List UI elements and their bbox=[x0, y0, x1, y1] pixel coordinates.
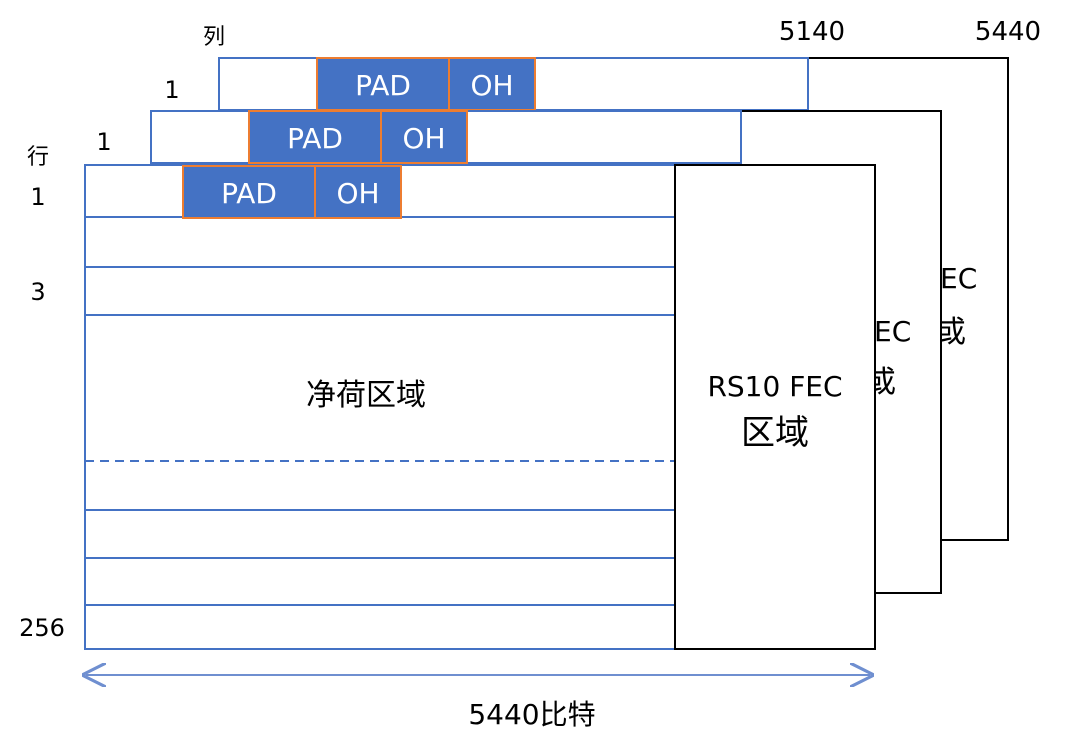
front-frame: PAD OH 净荷区域 RS10 FEC 区域 bbox=[84, 164, 876, 650]
row-three-label: 3 bbox=[30, 278, 45, 306]
middle-frame-pad-label: PAD bbox=[287, 122, 343, 155]
row-start-label-mid: 1 bbox=[96, 128, 111, 156]
front-frame-fec-box bbox=[674, 164, 876, 650]
fec-area-label-line1: RS10 FEC bbox=[707, 370, 842, 403]
column-axis-label: 列 bbox=[203, 25, 225, 50]
front-frame-pad-block bbox=[182, 165, 316, 219]
row-start-label-back: 1 bbox=[164, 76, 179, 104]
middle-frame-fec-partial-text: EC bbox=[874, 315, 911, 348]
row-axis-label: 行 bbox=[27, 145, 49, 170]
column-end-label-top: 5440 bbox=[975, 17, 1041, 47]
back-frame-oh-label: OH bbox=[470, 69, 513, 102]
front-frame-oh-block bbox=[314, 165, 402, 219]
back-frame-pad-label: PAD bbox=[355, 69, 411, 102]
width-dimension: 5440比特 bbox=[86, 675, 870, 731]
row-start-label-front: 1 bbox=[30, 183, 45, 211]
fec-area-label-line2: 区域 bbox=[741, 413, 809, 453]
width-label: 5440比特 bbox=[468, 698, 595, 731]
front-frame-oh-label: OH bbox=[336, 177, 379, 210]
column-end-label-mid: 5140 bbox=[779, 17, 845, 47]
front-frame-pad-label: PAD bbox=[221, 177, 277, 210]
back-frame-fec-partial-text: EC bbox=[940, 262, 977, 295]
row-last-label: 256 bbox=[19, 614, 65, 642]
middle-frame-oh-block bbox=[380, 110, 468, 164]
payload-area-label: 净荷区域 bbox=[306, 378, 426, 413]
front-frame-payload-area bbox=[84, 164, 676, 650]
axis-labels: 列 5140 5440 1 行 1 1 3 256 bbox=[19, 17, 1041, 642]
middle-frame-oh-label: OH bbox=[402, 122, 445, 155]
